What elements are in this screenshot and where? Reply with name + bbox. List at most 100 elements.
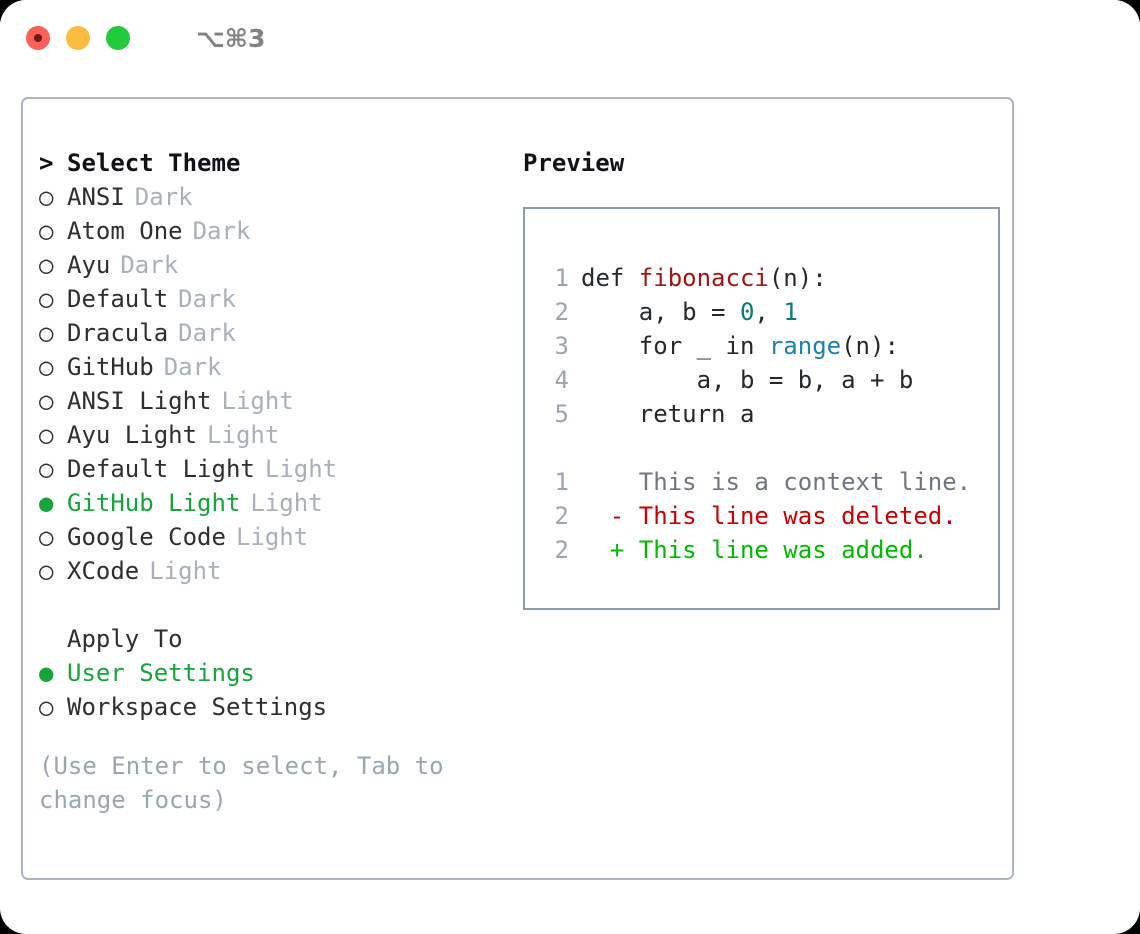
- code-line-number: 2: [554, 298, 569, 326]
- radio-unselected-icon: ○: [39, 285, 54, 313]
- list-spacer: [39, 591, 499, 625]
- diff-line-del: 2 - This line was deleted.: [547, 499, 998, 533]
- radio-unselected-icon: ○: [39, 217, 54, 245]
- theme-item-ayu-light[interactable]: ○ Ayu Light Light: [39, 421, 499, 455]
- diff-sample: 1 This is a context line.2 - This line w…: [547, 465, 998, 567]
- code-token-plain: def: [581, 264, 639, 292]
- zoom-button[interactable]: [106, 26, 130, 50]
- theme-item-label: Ayu Light: [67, 421, 198, 449]
- theme-item-label: GitHub: [67, 353, 154, 381]
- title-bar: ⌥⌘3: [0, 0, 1140, 76]
- code-token-plain: a, b = b, a + b: [581, 366, 914, 394]
- code-token-fn: fibonacci: [638, 264, 769, 292]
- code-diff-spacer: [547, 431, 998, 465]
- theme-item-label: Dracula: [67, 319, 169, 347]
- caret-icon: >: [39, 149, 54, 177]
- theme-item-kind: Light: [264, 455, 338, 483]
- theme-item-kind: Dark: [163, 353, 222, 381]
- radio-selected-icon: ●: [39, 659, 54, 687]
- theme-item-label: Atom One: [67, 217, 183, 245]
- code-line-number: 5: [554, 400, 569, 428]
- radio-unselected-icon: ○: [39, 183, 54, 211]
- code-token-call: range: [768, 332, 842, 360]
- code-line-number: 3: [554, 332, 569, 360]
- code-token-num: 0: [739, 298, 755, 326]
- radio-unselected-icon: ○: [39, 251, 54, 279]
- theme-item-kind: Light: [149, 557, 222, 585]
- diff-line-number: 1: [554, 468, 569, 496]
- radio-unselected-icon: ○: [39, 319, 54, 347]
- code-token-plain: (n):: [841, 332, 899, 360]
- radio-unselected-icon: ○: [39, 421, 54, 449]
- radio-unselected-icon: ○: [39, 693, 54, 721]
- minimize-button[interactable]: [66, 26, 90, 50]
- shortcut-label: ⌥⌘3: [196, 23, 266, 53]
- diff-line-add: 2 + This line was added.: [547, 533, 998, 567]
- theme-item-github-light[interactable]: ● GitHub Light Light: [39, 489, 499, 523]
- diff-line-text: + This line was added.: [581, 536, 928, 564]
- diff-line-text: - This line was deleted.: [581, 502, 957, 530]
- close-button[interactable]: [26, 26, 50, 50]
- apply-to-item-label: Workspace Settings: [67, 693, 328, 721]
- radio-selected-icon: ●: [39, 489, 54, 517]
- radio-unselected-icon: ○: [39, 523, 54, 551]
- code-token-plain: for _ in: [581, 332, 769, 360]
- theme-item-label: GitHub Light: [67, 489, 241, 517]
- theme-item-label: Google Code: [67, 523, 226, 551]
- apply-to-list: ● User Settings ○ Workspace Settings: [39, 659, 499, 727]
- apply-to-item-user-settings[interactable]: ● User Settings: [39, 659, 499, 693]
- diff-line-number: 2: [554, 502, 569, 530]
- theme-item-kind: Dark: [120, 251, 179, 279]
- radio-unselected-icon: ○: [39, 387, 54, 415]
- theme-item-xcode[interactable]: ○ XCode Light: [39, 557, 499, 591]
- theme-item-kind: Light: [207, 421, 280, 449]
- apply-to-header: Apply To: [39, 625, 499, 659]
- theme-item-default[interactable]: ○ Default Dark: [39, 285, 499, 319]
- theme-item-kind: Light: [250, 489, 323, 517]
- theme-item-label: XCode: [67, 557, 140, 585]
- keyboard-hint: (Use Enter to select, Tab to change focu…: [39, 752, 444, 814]
- theme-item-kind: Dark: [134, 183, 193, 211]
- code-token-plain: a, b =: [581, 298, 740, 326]
- theme-item-kind: Dark: [178, 319, 236, 347]
- code-token-num: 1: [783, 298, 798, 326]
- preview-title: Preview: [523, 149, 625, 177]
- radio-unselected-icon: ○: [39, 557, 54, 585]
- code-line: 4 a, b = b, a + b: [547, 363, 998, 397]
- apply-to-item-workspace-settings[interactable]: ○ Workspace Settings: [39, 693, 499, 727]
- code-line: 5 return a: [547, 397, 998, 431]
- code-line-number: 4: [554, 366, 569, 394]
- diff-line-number: 2: [554, 536, 569, 564]
- code-line: 2 a, b = 0, 1: [547, 295, 998, 329]
- theme-item-dracula[interactable]: ○ Dracula Dark: [39, 319, 499, 353]
- code-token-plain: return a: [581, 400, 755, 428]
- theme-item-label: ANSI Light: [67, 387, 212, 415]
- theme-item-label: ANSI: [67, 183, 125, 211]
- theme-list-header: > Select Theme: [39, 149, 499, 183]
- diff-line-text: This is a context line.: [581, 468, 972, 496]
- theme-list-header-label: Select Theme: [67, 149, 241, 177]
- code-line-number: 1: [554, 264, 569, 292]
- theme-item-atom-one[interactable]: ○ Atom One Dark: [39, 217, 499, 251]
- theme-item-label: Default: [67, 285, 169, 313]
- theme-item-ayu[interactable]: ○ Ayu Dark: [39, 251, 499, 285]
- apply-to-item-label: User Settings: [67, 659, 255, 687]
- theme-item-label: Ayu: [67, 251, 111, 279]
- theme-item-ansi[interactable]: ○ ANSI Dark: [39, 183, 499, 217]
- diff-line-ctx: 1 This is a context line.: [547, 465, 998, 499]
- theme-item-kind: Dark: [192, 217, 251, 245]
- code-line: 3 for _ in range(n):: [547, 329, 998, 363]
- theme-item-kind: Dark: [178, 285, 236, 313]
